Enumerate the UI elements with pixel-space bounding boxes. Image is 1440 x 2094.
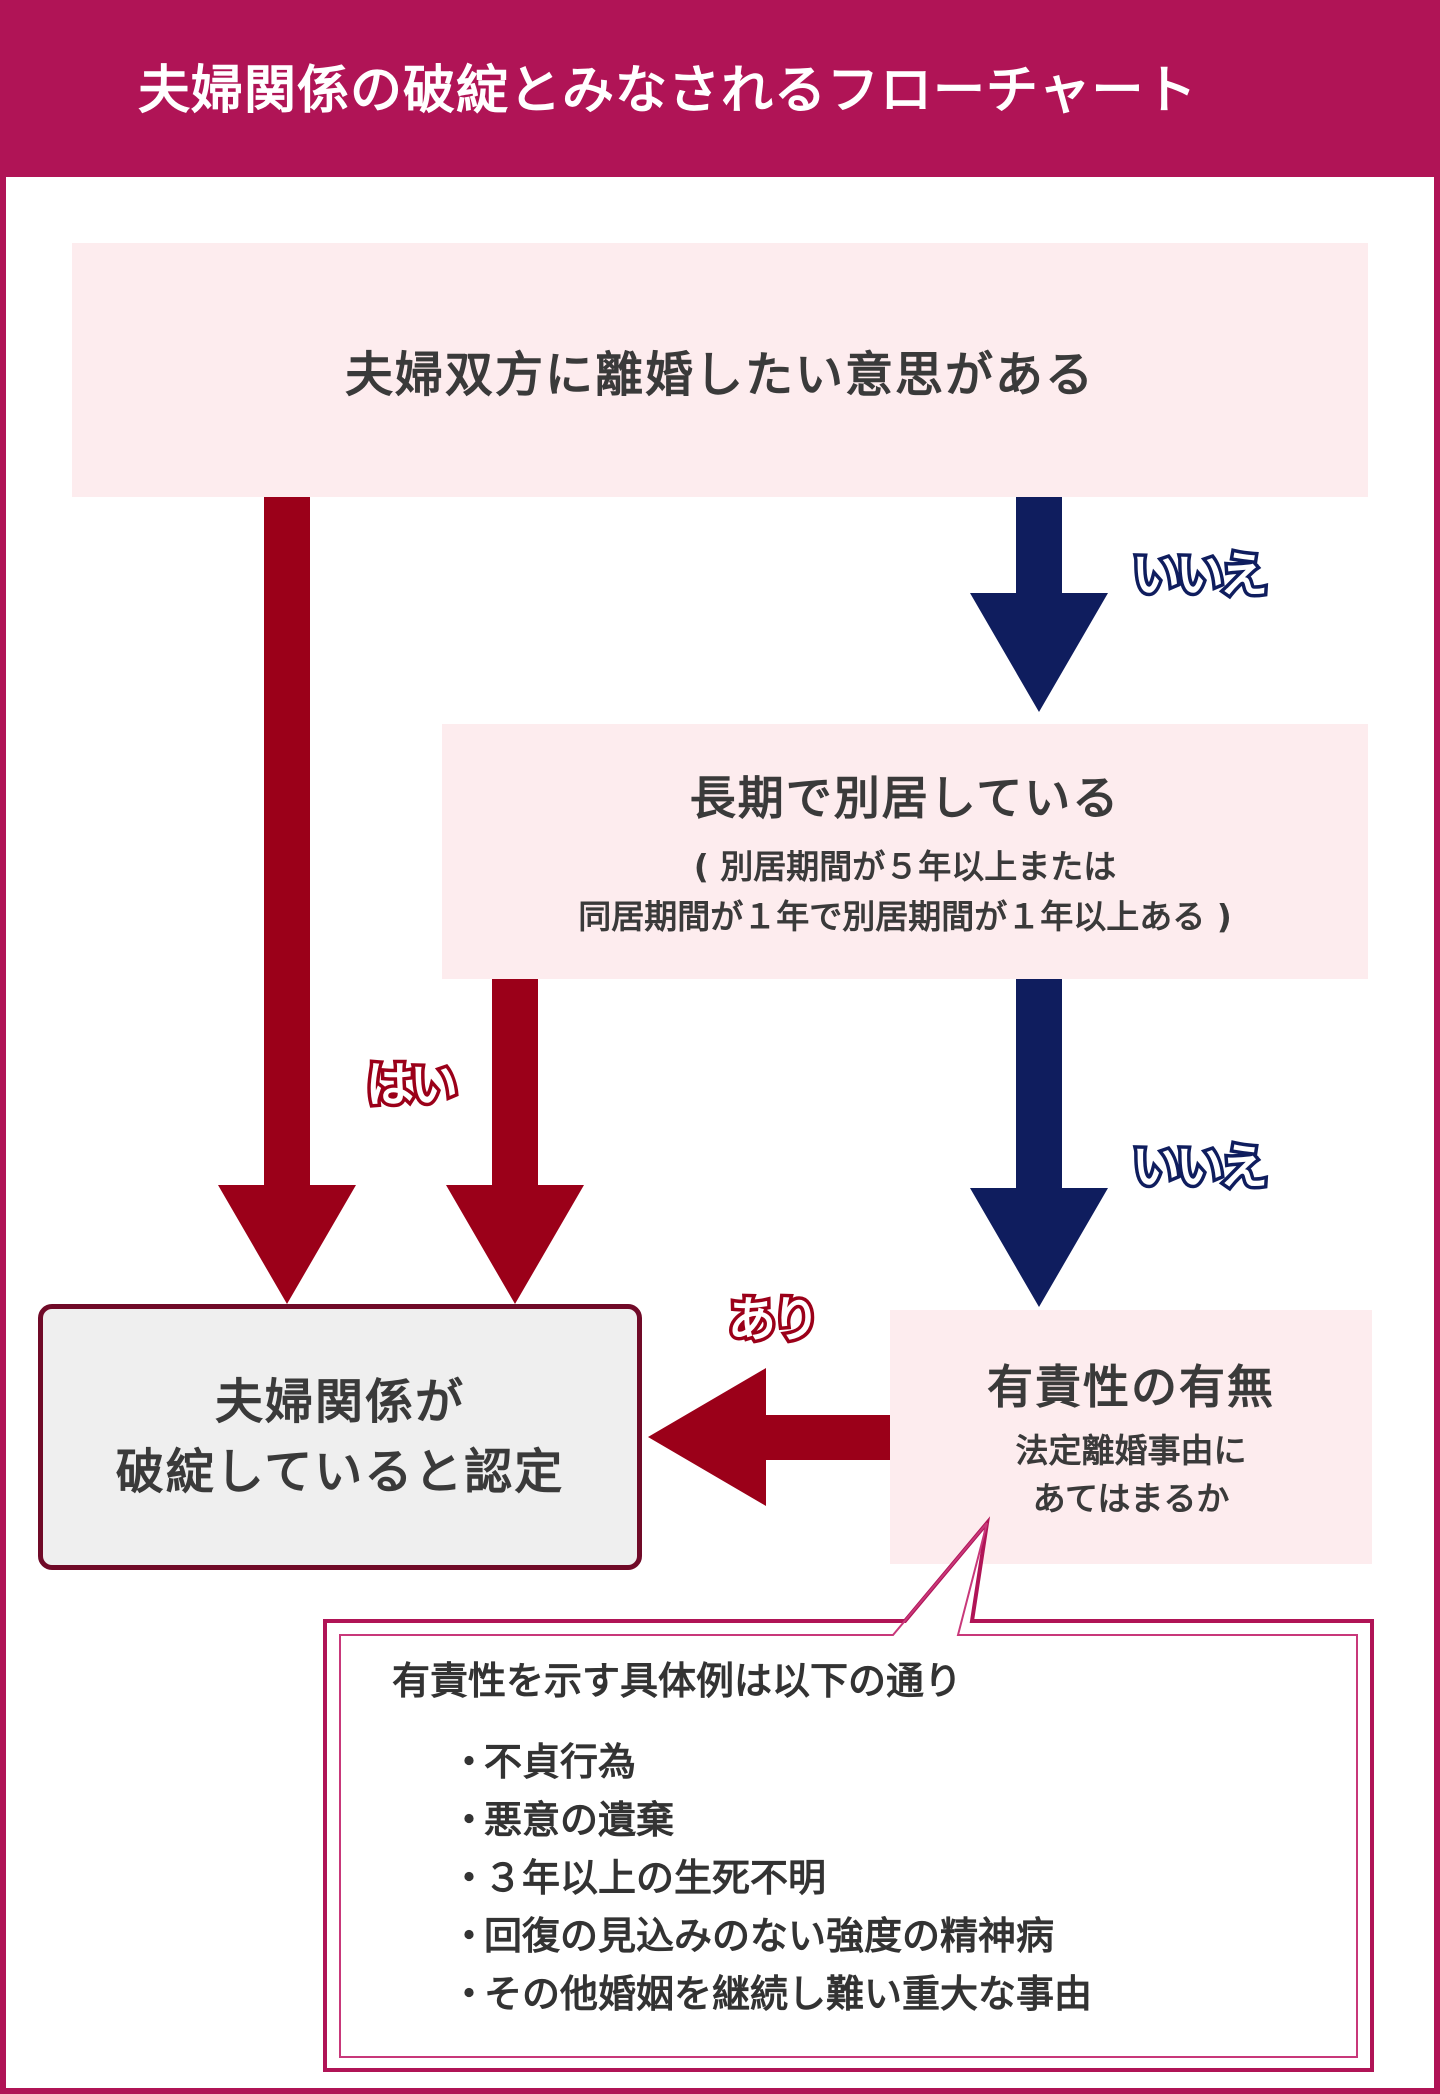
node-long-separation: 長期で別居している ( 別居期間が５年以上または 同居期間が１年で別居期間が１年… bbox=[442, 724, 1368, 979]
callout-examples: 有責性を示す具体例は以下の通り ・不貞行為 ・悪意の遺棄 ・３年以上の生死不明 … bbox=[392, 1655, 1092, 2023]
list-item-text: 不貞行為 bbox=[484, 1740, 637, 1784]
list-item-text: 回復の見込みのない強度の精神病 bbox=[484, 1914, 1055, 1958]
bullet: ・ bbox=[450, 1740, 489, 1784]
label-present: あり bbox=[724, 1289, 823, 1352]
list-item-text: 悪意の遺棄 bbox=[484, 1798, 675, 1842]
callout-heading: 有責性を示す具体例は以下の通り bbox=[392, 1659, 963, 1703]
bullet: ・ bbox=[450, 1914, 489, 1958]
node-long-separation-title: 長期で別居している bbox=[689, 770, 1121, 825]
arrow-yes-direct bbox=[218, 497, 356, 1304]
arrow-no-2 bbox=[970, 979, 1108, 1307]
node-result-line-2: 破綻していると認定 bbox=[115, 1444, 565, 1500]
arrow-yes-separation bbox=[446, 979, 584, 1304]
header-bar: 夫婦関係の破綻とみなされるフローチャート bbox=[0, 0, 1440, 177]
list-item: ・３年以上の生死不明 bbox=[450, 1849, 1092, 1907]
bullet: ・ bbox=[450, 1798, 489, 1842]
label-yes: はい bbox=[362, 1054, 461, 1117]
node-result-line-1: 夫婦関係が bbox=[214, 1374, 465, 1430]
list-item: ・その他婚姻を継続し難い重大な事由 bbox=[450, 1965, 1092, 2023]
list-item-text: ３年以上の生死不明 bbox=[484, 1856, 827, 1900]
bullet: ・ bbox=[450, 1972, 489, 2016]
node-result-breakdown: 夫婦関係が 破綻していると認定 bbox=[38, 1304, 642, 1570]
label-no-1: いいえ bbox=[1128, 544, 1271, 607]
page-title: 夫婦関係の破綻とみなされるフローチャート bbox=[138, 61, 1198, 121]
node-mutual-intent-title: 夫婦双方に離婚したい意思がある bbox=[344, 347, 1095, 403]
node-mutual-intent: 夫婦双方に離婚したい意思がある bbox=[72, 243, 1368, 497]
list-item: ・不貞行為 bbox=[450, 1733, 1092, 1791]
callout-inner-border bbox=[339, 1522, 1358, 2058]
label-no-2: いいえ bbox=[1128, 1136, 1271, 1199]
node-long-separation-detail-1: ( 別居期間が５年以上または bbox=[693, 846, 1117, 886]
arrow-present bbox=[648, 1368, 890, 1506]
arrow-no-1 bbox=[970, 497, 1108, 712]
bullet: ・ bbox=[450, 1856, 489, 1900]
list-item: ・悪意の遺棄 bbox=[450, 1791, 1092, 1849]
node-fault-detail-1: 法定離婚事由に bbox=[1015, 1431, 1247, 1470]
list-item-text: その他婚姻を継続し難い重大な事由 bbox=[484, 1972, 1093, 2016]
list-item: ・回復の見込みのない強度の精神病 bbox=[450, 1907, 1092, 1965]
node-fault-detail-2: あてはまるか bbox=[1032, 1479, 1230, 1518]
callout-list: ・不貞行為 ・悪意の遺棄 ・３年以上の生死不明 ・回復の見込みのない強度の精神病… bbox=[450, 1733, 1092, 2023]
node-long-separation-detail-2: 同居期間が１年で別居期間が１年以上ある ) bbox=[578, 896, 1232, 936]
node-fault: 有責性の有無 法定離婚事由に あてはまるか bbox=[890, 1310, 1372, 1564]
node-fault-title: 有責性の有無 bbox=[987, 1360, 1275, 1414]
